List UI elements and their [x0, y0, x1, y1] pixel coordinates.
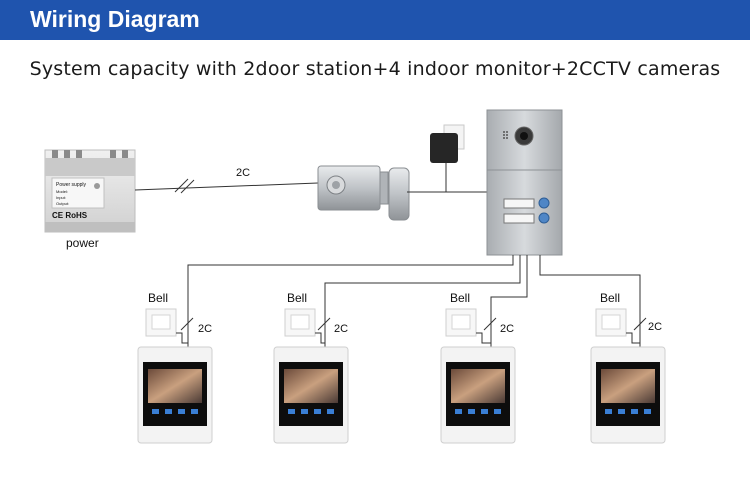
call-button-icon — [538, 212, 550, 224]
monitor-wire-label: 2C — [334, 323, 348, 335]
monitor-wire-label: 2C — [500, 323, 514, 335]
bell-label: Bell — [287, 291, 307, 305]
monitor-unit: Bell 2C — [440, 291, 516, 444]
name-plate — [503, 198, 535, 209]
bell-label: Bell — [148, 291, 168, 305]
power-adapter — [430, 124, 465, 190]
bell-label: Bell — [600, 291, 620, 305]
door-station — [486, 109, 563, 256]
monitor-unit: Bell 2C — [590, 291, 666, 444]
power-supply: Power supply Model: Input: Output: CE Ro… — [44, 149, 136, 250]
wire-tick — [174, 178, 189, 193]
name-plate — [503, 213, 535, 224]
power-label: power — [66, 236, 99, 250]
monitor-unit: Bell 2C — [273, 291, 349, 444]
call-button-icon — [538, 197, 550, 209]
monitor-wire-label: 2C — [198, 323, 212, 335]
psu-panel-title: Power supply — [56, 182, 87, 188]
monitor-wire-label: 2C — [648, 321, 662, 333]
psu-panel-line: Input: — [56, 195, 66, 200]
psu-panel-line: Output: — [56, 201, 69, 206]
diagram-title: Wiring Diagram — [30, 6, 200, 32]
psu-panel-line: Model: — [56, 189, 68, 194]
bus-wires — [187, 255, 641, 356]
electric-lock — [317, 165, 410, 221]
wire-tick — [180, 179, 195, 194]
power-wire-label: 2C — [236, 167, 250, 179]
ce-rohs-mark: CE RoHS — [52, 211, 88, 220]
monitor-unit: Bell 2C — [137, 291, 213, 444]
system-capacity-subtitle: System capacity with 2door station+4 ind… — [29, 58, 721, 80]
header-banner: Wiring Diagram — [0, 0, 750, 40]
bell-label: Bell — [450, 291, 470, 305]
power-lock-wire — [134, 182, 319, 191]
